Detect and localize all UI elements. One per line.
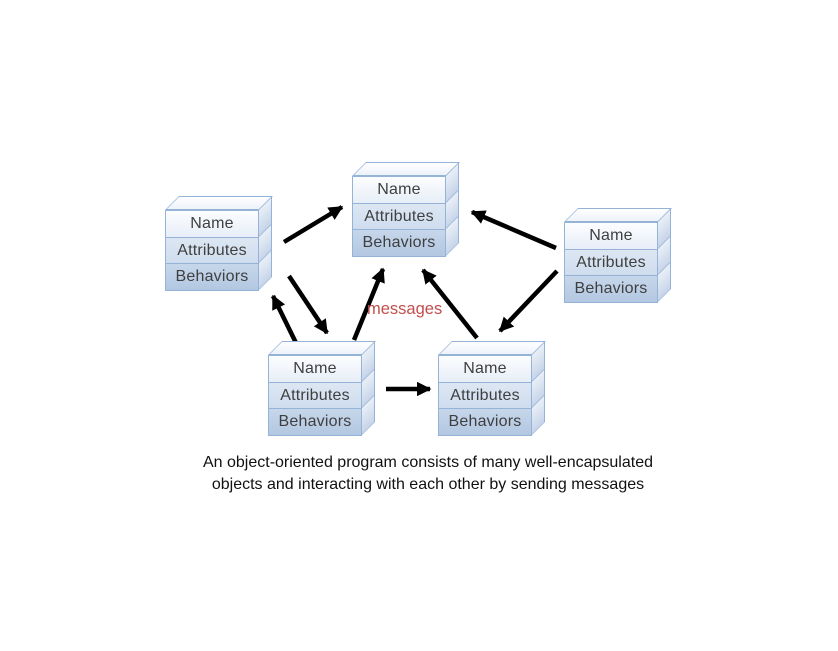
arrow-bottom-left-to-top-center (351, 267, 386, 341)
box-row-name: Name (438, 355, 532, 383)
box-row-label: Behaviors (574, 280, 648, 297)
arrow-bottom-left-to-left (270, 294, 302, 350)
box-row-label: Name (293, 360, 337, 377)
box-row-attributes: Attributes (352, 202, 446, 231)
box-row-label: Behaviors (175, 268, 249, 285)
box-row-label: Behaviors (278, 413, 352, 430)
box-row-name: Name (564, 222, 658, 250)
box-row-label: Name (190, 215, 234, 232)
box-row-behaviors: Behaviors (438, 408, 532, 436)
box-front: Name Attributes Behaviors (438, 355, 532, 436)
box-top-face (165, 196, 273, 210)
box-row-behaviors: Behaviors (564, 275, 658, 303)
box-row-name: Name (352, 176, 446, 204)
object-box-left: Name Attributes Behaviors (165, 196, 275, 292)
arrow-right-to-bottom-right (498, 269, 559, 333)
object-box-bottom-right: Name Attributes Behaviors (438, 341, 548, 437)
box-row-label: Attributes (177, 241, 247, 259)
box-row-label: Name (589, 227, 633, 244)
box-row-label: Name (463, 360, 507, 377)
box-row-label: Behaviors (448, 413, 522, 430)
box-front: Name Attributes Behaviors (352, 176, 446, 257)
box-front: Name Attributes Behaviors (564, 222, 658, 303)
messages-label: messages (367, 300, 443, 318)
box-row-label: Attributes (364, 207, 434, 225)
object-box-bottom-left: Name Attributes Behaviors (268, 341, 378, 437)
caption-line-2: objects and interacting with each other … (211, 475, 645, 493)
box-row-label: Attributes (576, 253, 646, 271)
arrow-bottom-right-to-top-center (421, 268, 479, 340)
box-front: Name Attributes Behaviors (165, 210, 259, 291)
box-front: Name Attributes Behaviors (268, 355, 362, 436)
arrow-right-to-top-center (470, 209, 557, 251)
box-row-attributes: Attributes (165, 236, 259, 265)
box-row-attributes: Attributes (268, 381, 362, 410)
caption-line-1: An object-oriented program consists of m… (202, 454, 653, 471)
box-top-face (438, 341, 546, 355)
box-row-label: Attributes (450, 386, 520, 404)
box-row-behaviors: Behaviors (165, 263, 259, 291)
box-row-label: Attributes (280, 386, 350, 404)
box-row-behaviors: Behaviors (352, 229, 446, 257)
arrow-left-to-top-center (282, 205, 344, 244)
caption: An object-oriented program consists of m… (28, 452, 828, 495)
box-row-label: Behaviors (362, 234, 436, 251)
box-row-name: Name (165, 210, 259, 238)
box-top-face (564, 208, 672, 222)
box-row-name: Name (268, 355, 362, 383)
box-row-attributes: Attributes (438, 381, 532, 410)
box-row-label: Name (377, 181, 421, 198)
object-box-right: Name Attributes Behaviors (564, 208, 674, 304)
arrow-left-to-bottom-left (287, 274, 329, 335)
box-row-behaviors: Behaviors (268, 408, 362, 436)
box-top-face (352, 162, 460, 176)
box-top-face (268, 341, 376, 355)
object-box-top-center: Name Attributes Behaviors (352, 162, 462, 258)
box-row-attributes: Attributes (564, 248, 658, 277)
